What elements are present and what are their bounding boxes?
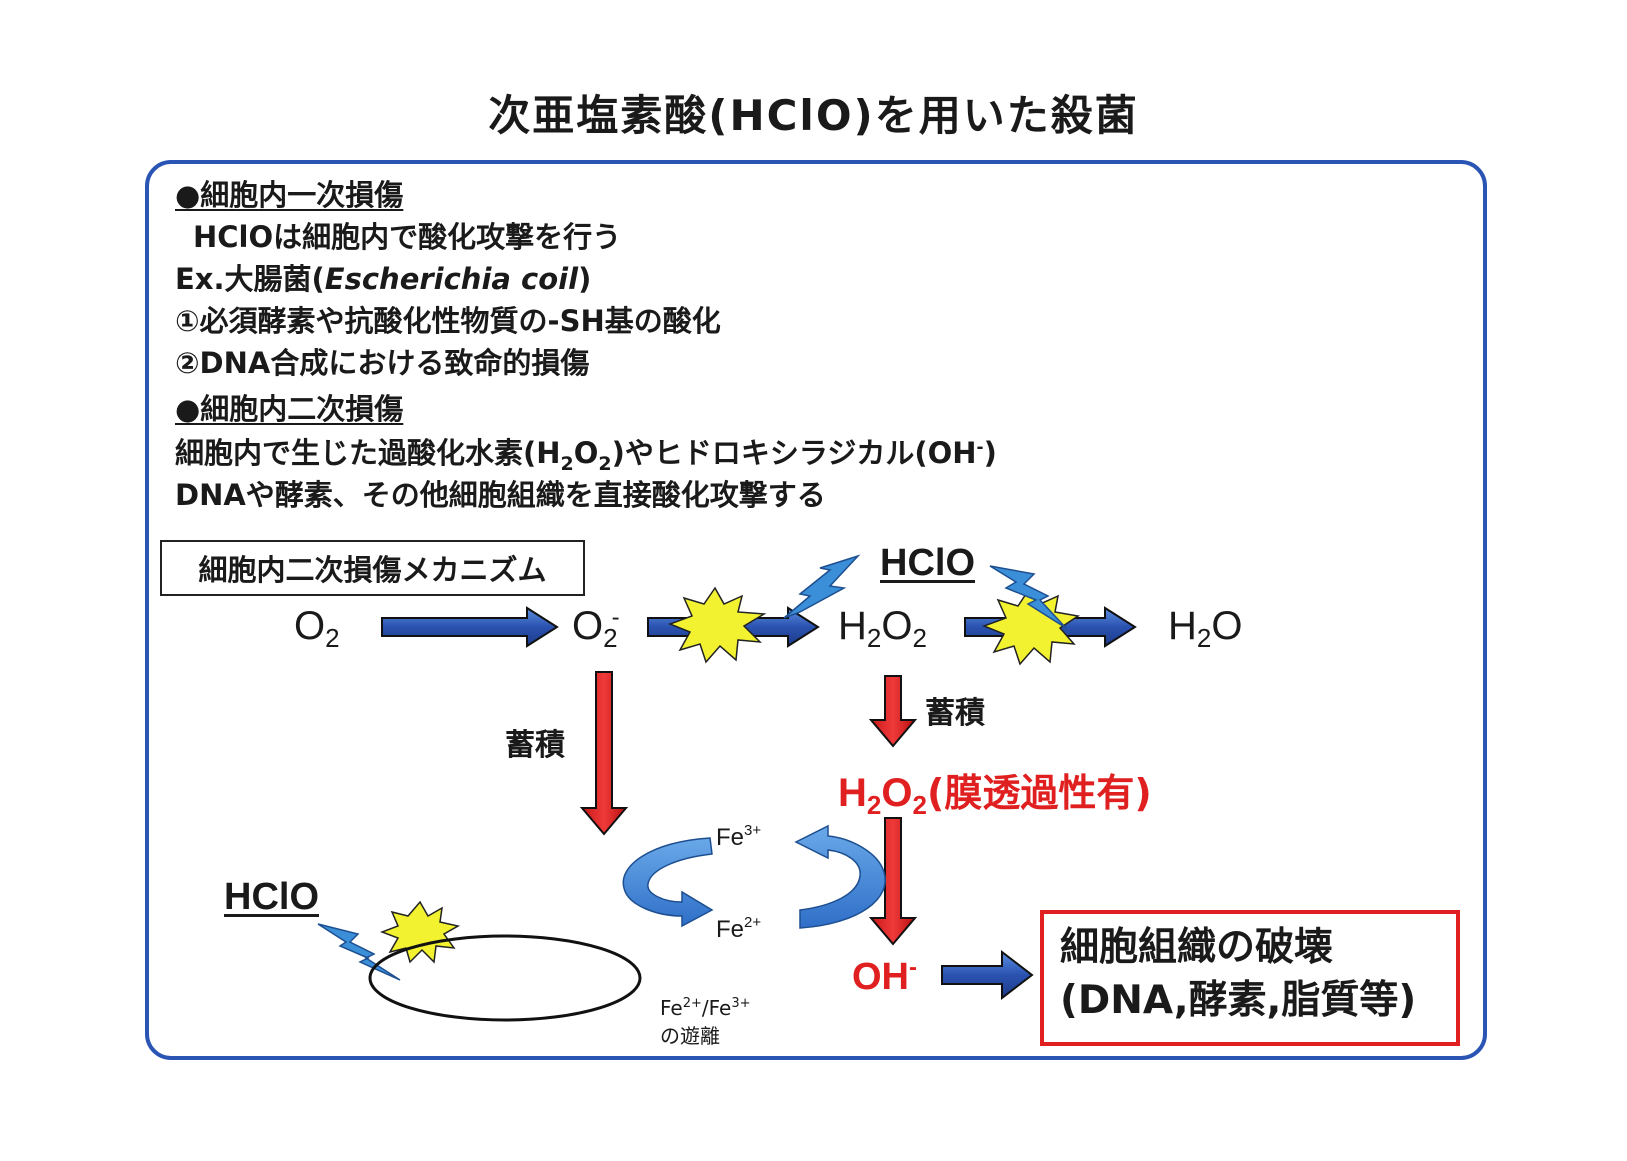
superoxide-sub: 2 — [603, 623, 618, 653]
fe3-sup: 3+ — [744, 822, 762, 839]
result-line1: 細胞組織の破壊 — [1060, 925, 1334, 970]
example-prefix: Ex.大腸菌( — [175, 262, 325, 296]
sec-line1-a: 細胞内で生じた過酸化水素(H — [175, 436, 561, 470]
content-panel — [145, 160, 1487, 1060]
secondary-damage-line2: DNAや酵素、その他細胞組織を直接酸化攻撃する — [175, 478, 826, 512]
sec-line1-sub2: 2 — [598, 452, 612, 475]
example-suffix: ) — [578, 262, 592, 296]
superoxide-sup: - — [611, 604, 620, 631]
mechanism-label-box: 細胞内二次損傷メカニズム — [160, 540, 585, 596]
fe-release-sup2: 3+ — [731, 996, 751, 1011]
fe-release-a: Fe — [660, 996, 683, 1020]
o2-label: O2 — [294, 604, 340, 654]
superoxide-label: O2- — [572, 604, 620, 654]
h2o2-a: H — [838, 604, 867, 648]
arrow-superoxide-accumulate — [579, 671, 629, 836]
fe2-base: Fe — [716, 916, 745, 943]
primary-damage-line1: HClOは細胞内で酸化攻撃を行う — [193, 220, 622, 254]
h2o2-membrane-label: H2O2(膜透過性有) — [838, 762, 1152, 821]
h2o-b: O — [1211, 604, 1243, 648]
sec-line1-c: )やヒドロキシラジカル(OH — [611, 436, 977, 470]
arrow-oh-to-result — [941, 949, 1034, 1001]
burst-icon — [667, 586, 767, 664]
fe-release-line2: の遊離 — [660, 1024, 720, 1048]
example-line: Ex.大腸菌(Escherichia coil) — [175, 262, 591, 297]
h2o2-red-a: H — [838, 771, 867, 815]
hclo-top-label: HClO — [880, 542, 975, 584]
o2-base: O — [294, 604, 326, 648]
sec-line1-sub1: 2 — [560, 452, 574, 475]
sec-line1-b: O — [573, 436, 599, 470]
fe-cycle-arrow-left — [622, 837, 714, 928]
oh-label: OH- — [852, 954, 917, 999]
page-title: 次亜塩素酸(HClO)を用いた殺菌 — [488, 91, 1139, 140]
cell-ellipse — [368, 934, 642, 1022]
h2o-sub: 2 — [1196, 623, 1212, 653]
fe3-base: Fe — [716, 824, 745, 851]
superoxide-base: O — [572, 604, 604, 648]
arrow-h2o2-to-oh — [868, 817, 918, 946]
fe-release-sup1: 2+ — [682, 996, 702, 1011]
fe2-sup: 2+ — [744, 914, 762, 931]
h2o2-label: H2O2 — [838, 604, 927, 654]
fe-cycle-arrow-right — [794, 824, 886, 929]
primary-damage-heading: ●細胞内一次損傷 — [175, 178, 404, 212]
oh-base: OH — [852, 956, 909, 998]
fe-release-label: Fe2+/Fe3+の遊離 — [660, 994, 751, 1050]
accumulate-right-label: 蓄積 — [925, 696, 985, 731]
h2o2-red-sub2: 2 — [912, 790, 927, 820]
sec-line1-d: ) — [983, 436, 997, 470]
h2o2-b: O — [881, 604, 913, 648]
h2o2-red-b: O — [881, 771, 913, 815]
h2o2-red-sub1: 2 — [866, 790, 882, 820]
primary-item-1: ①必須酵素や抗酸化性物質の-SH基の酸化 — [175, 304, 721, 338]
h2o-a: H — [1168, 604, 1197, 648]
lightning-icon — [783, 554, 861, 619]
sec-line1-sup: - — [976, 437, 984, 458]
fe-release-line1: Fe2+/Fe3+ — [660, 994, 751, 1022]
fe-release-b: /Fe — [701, 996, 732, 1020]
arrow-o2-to-superoxide — [381, 606, 559, 648]
secondary-damage-heading: ●細胞内二次損傷 — [175, 392, 404, 426]
h2o2-sub2: 2 — [912, 623, 927, 653]
lightning-icon — [317, 923, 401, 981]
example-species: Escherichia coil — [324, 262, 579, 296]
arrow-h2o2-accumulate — [868, 675, 918, 748]
accumulate-left-label: 蓄積 — [505, 728, 565, 763]
secondary-damage-line1: 細胞内で生じた過酸化水素(H2O2)やヒドロキシラジカル(OH-) — [175, 436, 997, 476]
oh-sup: - — [909, 954, 917, 981]
fe3-label: Fe3+ — [716, 822, 761, 852]
result-box: 細胞組織の破壊 (DNA,酵素,脂質等) — [1040, 910, 1460, 1046]
lightning-icon — [989, 565, 1067, 629]
burst-icon — [981, 586, 1080, 666]
primary-item-2: ②DNA合成における致命的損傷 — [175, 346, 590, 380]
h2o-label: H2O — [1168, 604, 1242, 654]
h2o2-sub1: 2 — [866, 623, 882, 653]
burst-icon — [379, 900, 461, 964]
h2o2-red-note: (膜透過性有) — [926, 771, 1152, 815]
hclo-left-label: HClO — [224, 876, 319, 918]
fe2-label: Fe2+ — [716, 914, 761, 944]
o2-sub: 2 — [325, 623, 340, 653]
result-line2: (DNA,酵素,脂質等) — [1060, 977, 1417, 1023]
